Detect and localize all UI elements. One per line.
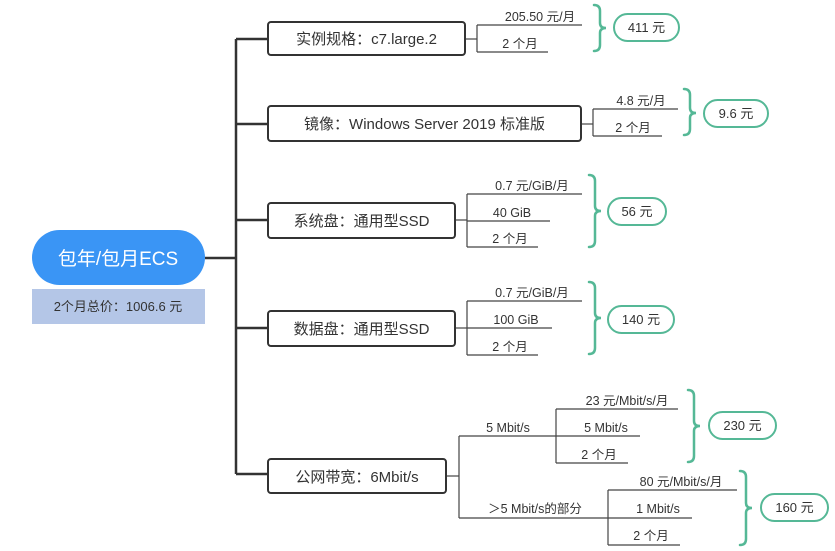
result-label: 230 元 (723, 418, 761, 433)
result-pills: 411 元 9.6 元 56 元 140 元 230 元 160 元 (607, 13, 829, 522)
branch-connectors (446, 24, 737, 546)
sub-branch-label: ＞5 Mbit/s的部分 (488, 501, 582, 516)
factor-label: 2 个月 (581, 448, 616, 462)
factor-label: 1 Mbit/s (636, 502, 680, 516)
factor-label: 2 个月 (615, 121, 650, 135)
branch-label: 公网带宽：6Mbit/s (295, 469, 418, 486)
branch-node-bandwidth: 公网带宽：6Mbit/s (267, 458, 447, 494)
branch-node-instance: 实例规格：c7.large.2 (267, 21, 466, 56)
factor-label: 100 GiB (493, 313, 538, 327)
factor-label: 2 个月 (633, 529, 668, 543)
factor-label: 2 个月 (492, 232, 527, 246)
total-price-note: 2个月总价：1006.6 元 (32, 289, 205, 324)
branch-node-data-disk: 数据盘：通用型SSD (267, 310, 456, 347)
branch-node-image: 镜像：Windows Server 2019 标准版 (267, 105, 582, 142)
result-label: 411 元 (628, 20, 665, 35)
factor-label: 2 个月 (492, 340, 527, 354)
total-text: 2个月总价：1006.6 元 (54, 299, 183, 314)
factor-label: 0.7 元/GiB/月 (495, 286, 569, 300)
result-label: 160 元 (775, 500, 813, 515)
bracket-5a (686, 388, 701, 464)
branch-label: 数据盘：通用型SSD (294, 320, 430, 338)
root-node: 包年/包月ECS (32, 230, 205, 285)
root-title: 包年/包月ECS (58, 248, 178, 270)
bracket-1 (592, 3, 607, 53)
branch-label: 实例规格：c7.large.2 (296, 31, 437, 48)
factor-label: 80 元/Mbit/s/月 (640, 475, 723, 489)
branch-label: 系统盘：通用型SSD (294, 212, 430, 230)
factor-label: 0.7 元/GiB/月 (495, 179, 569, 193)
curly-brackets (587, 3, 753, 547)
root-shape (32, 230, 205, 285)
bracket-5b (738, 469, 753, 547)
factor-label: 5 Mbit/s (584, 421, 628, 435)
factor-label: 23 元/Mbit/s/月 (586, 394, 669, 408)
factor-label: 2 个月 (502, 37, 537, 51)
sub-branch-label: 5 Mbit/s (486, 421, 530, 435)
factor-labels: 205.50 元/月 2 个月 4.8 元/月 2 个月 0.7 元/GiB/月… (486, 10, 722, 543)
connector-lines (205, 37, 268, 476)
result-label: 140 元 (622, 312, 660, 327)
branch-label: 镜像：Windows Server 2019 标准版 (304, 115, 545, 133)
factor-label: 205.50 元/月 (505, 10, 575, 24)
bracket-3 (587, 173, 602, 249)
bracket-4 (587, 280, 602, 356)
bracket-2 (682, 87, 697, 137)
factor-label: 40 GiB (493, 206, 531, 220)
result-label: 9.6 元 (719, 106, 754, 121)
branch-node-system-disk: 系统盘：通用型SSD (267, 202, 456, 239)
result-label: 56 元 (621, 204, 652, 219)
factor-label: 4.8 元/月 (616, 94, 665, 108)
total-box (32, 289, 205, 324)
